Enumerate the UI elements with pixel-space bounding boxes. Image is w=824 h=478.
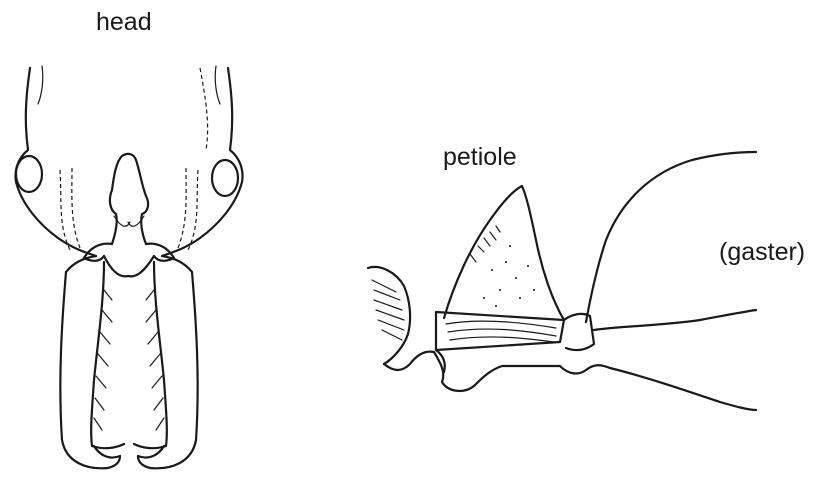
head-drawing: [16, 66, 243, 468]
gaster-drawing: [586, 152, 756, 410]
petiole-drawing: [368, 186, 610, 391]
node-stipple: [483, 245, 535, 307]
